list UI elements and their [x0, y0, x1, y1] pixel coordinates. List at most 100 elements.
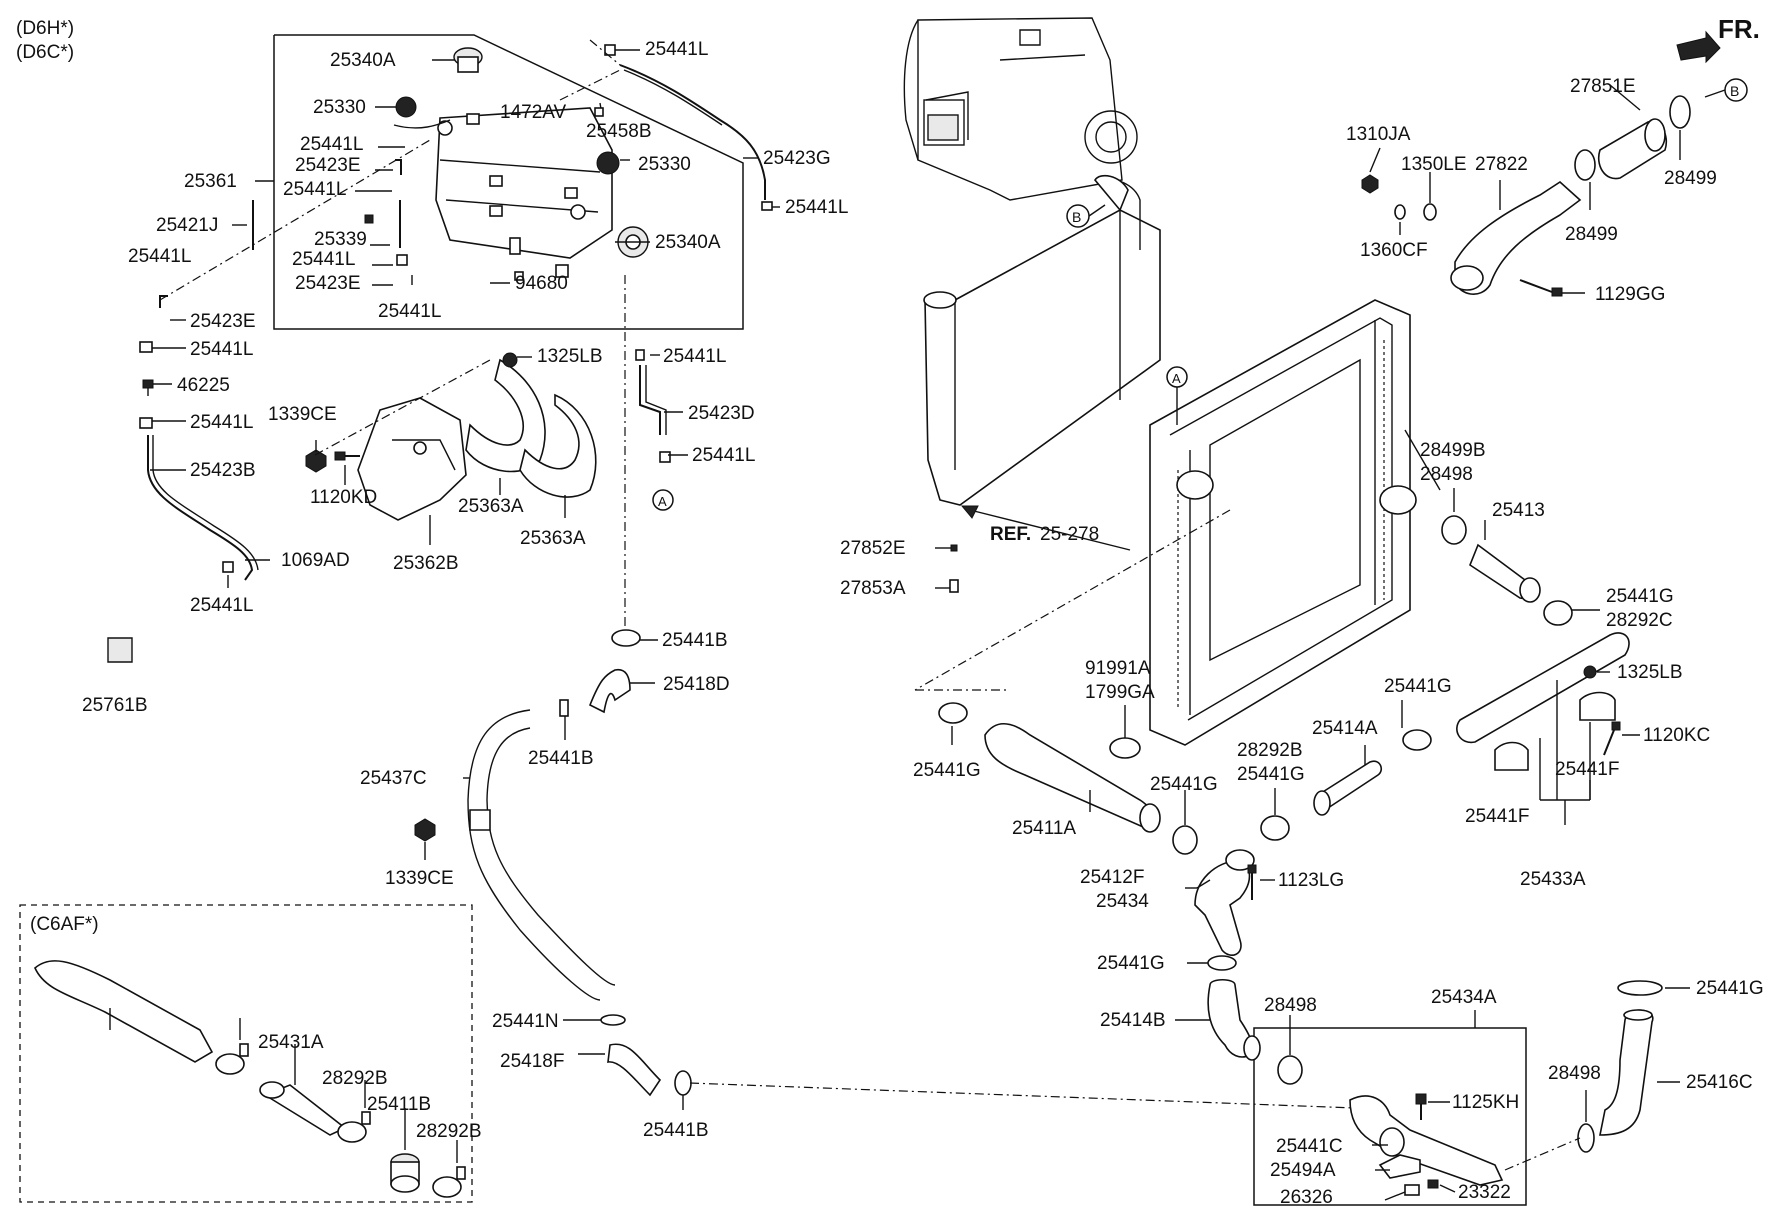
front-direction-label: FR. — [1718, 14, 1760, 44]
intercooler-25-278 — [923, 174, 1161, 506]
pipe-25433A — [1456, 632, 1630, 744]
label-1350LE: 1350LE — [1401, 154, 1467, 175]
label-25411A: 25411A — [1012, 818, 1076, 839]
clamp-28292B-c — [1260, 815, 1290, 841]
label-46225: 46225 — [177, 375, 230, 396]
ref-arrow — [960, 505, 1131, 551]
label-28292B-a: 28292B — [322, 1068, 388, 1089]
ref-prefix: REF. — [990, 524, 1031, 545]
label-25441B-a: 25441B — [662, 630, 728, 651]
label-25339: 25339 — [314, 229, 367, 250]
clamp-28499-upper — [1669, 95, 1691, 129]
marker-B-top — [1704, 78, 1748, 102]
label-25363A-a: 25363A — [458, 496, 524, 517]
label-25434A: 25434A — [1431, 987, 1497, 1008]
label-1120KC: 1120KC — [1643, 725, 1710, 746]
clamp-25441G-center — [1172, 825, 1198, 855]
clamp-25441G-lower — [1207, 955, 1237, 971]
bracket-25494A — [1378, 1154, 1421, 1179]
hose-25418F — [607, 1043, 662, 1097]
label-25441N: 25441N — [492, 1011, 559, 1032]
hose-25416C — [1599, 1009, 1654, 1136]
marker-a-text-hose: A — [658, 494, 667, 509]
label-25414B: 25414B — [1100, 1010, 1166, 1031]
nut-1325LB-b — [1583, 665, 1597, 679]
label-25761B: 25761B — [82, 695, 148, 716]
label-25361: 25361 — [184, 171, 237, 192]
label-1129GG: 1129GG — [1595, 284, 1665, 305]
variant-label-d6c: (D6C*) — [16, 42, 74, 63]
label-25441L-j: 25441L — [692, 445, 755, 466]
label-1069AD: 1069AD — [281, 550, 350, 571]
label-25423B: 25423B — [190, 460, 256, 481]
label-1310JA: 1310JA — [1346, 124, 1411, 145]
clamp-28499-lower — [1574, 149, 1596, 181]
clamp-28292B-b — [432, 1166, 466, 1198]
label-27851E: 27851E — [1570, 76, 1636, 97]
label-25441L-c: 25441L — [785, 197, 848, 218]
label-25433A: 25433A — [1520, 869, 1586, 890]
label-1120KD: 1120KD — [310, 487, 377, 508]
bolt-1339CE-b — [414, 818, 436, 842]
clamp-25441G-top-right — [1617, 980, 1663, 996]
label-28499-a: 28499 — [1664, 168, 1717, 189]
label-25423D: 25423D — [688, 403, 755, 424]
label-25340A-mid: 25340A — [655, 232, 721, 253]
label-28292B-c: 28292B — [1237, 740, 1303, 761]
label-25441F-b: 25441F — [1465, 806, 1529, 827]
washer-1360CF — [1394, 204, 1406, 220]
marker-A-radiator — [1166, 366, 1188, 425]
label-25441C: 25441C — [1276, 1136, 1343, 1157]
truck-location-icon — [903, 17, 1138, 201]
reservoir-sensor-left — [395, 96, 417, 118]
bolts-27852E-27853A — [949, 544, 959, 593]
reservoir-fittings — [364, 102, 604, 281]
label-25441L-h: 25441L — [663, 346, 726, 367]
hose-25431A — [259, 1081, 347, 1136]
label-27852E: 27852E — [840, 538, 906, 559]
strap-91991A-1799GA — [1109, 737, 1141, 759]
label-25418F: 25418F — [500, 1051, 564, 1072]
bolt-1120KC — [1603, 721, 1621, 756]
label-27853A: 27853A — [840, 578, 906, 599]
clamp-25441G-mid — [1402, 729, 1432, 751]
label-25441B-c: 25441B — [643, 1120, 709, 1141]
mounting-bracket-25362B — [357, 397, 467, 521]
hose-25414A — [1313, 760, 1382, 816]
label-27822: 27822 — [1475, 154, 1528, 175]
clip-25441L-right — [761, 201, 773, 211]
sensor-26326-23322 — [1404, 1179, 1439, 1196]
label-28292B-b: 28292B — [416, 1121, 482, 1142]
hose-25411A-c6af — [34, 960, 214, 1063]
label-25441L-k: 25441L — [190, 595, 253, 616]
hose-25413 — [1469, 543, 1541, 603]
nut-1325LB — [502, 352, 518, 368]
label-25441F-a: 25441F — [1555, 759, 1619, 780]
label-1325LB-a: 1325LB — [537, 346, 603, 367]
label-25423E-a: 25423E — [295, 155, 361, 176]
bolt-1129GG — [1519, 279, 1563, 297]
reservoir-cap-top — [453, 47, 483, 73]
label-25340A-top: 25340A — [330, 50, 396, 71]
strap-25363A-right — [519, 393, 597, 498]
strap-25363A-left — [465, 358, 546, 473]
label-25441L-d: 25441L — [128, 246, 191, 267]
coupler-25411B — [390, 1153, 420, 1193]
label-1799GA: 1799GA — [1085, 682, 1155, 703]
hose-25418D — [588, 668, 631, 714]
label-25413: 25413 — [1492, 500, 1545, 521]
label-25441G-f: 25441G — [1097, 953, 1165, 974]
clamp-28498-mid — [1277, 1055, 1303, 1085]
hose-25437C — [467, 709, 616, 1001]
reservoir-group-frame — [273, 34, 744, 330]
label-28499B: 28499B — [1420, 440, 1486, 461]
label-25431A: 25431A — [258, 1032, 324, 1053]
leader-lines — [109, 49, 1690, 1201]
variant-label-c6af: (C6AF*) — [30, 914, 99, 935]
label-25437C: 25437C — [360, 768, 427, 789]
label-25423G: 25423G — [763, 148, 831, 169]
label-25441L-top: 25441L — [645, 39, 708, 60]
clamp-28292B-a — [337, 1111, 371, 1143]
label-25416C: 25416C — [1686, 1072, 1753, 1093]
variant-label-d6h: (D6H*) — [16, 18, 74, 39]
